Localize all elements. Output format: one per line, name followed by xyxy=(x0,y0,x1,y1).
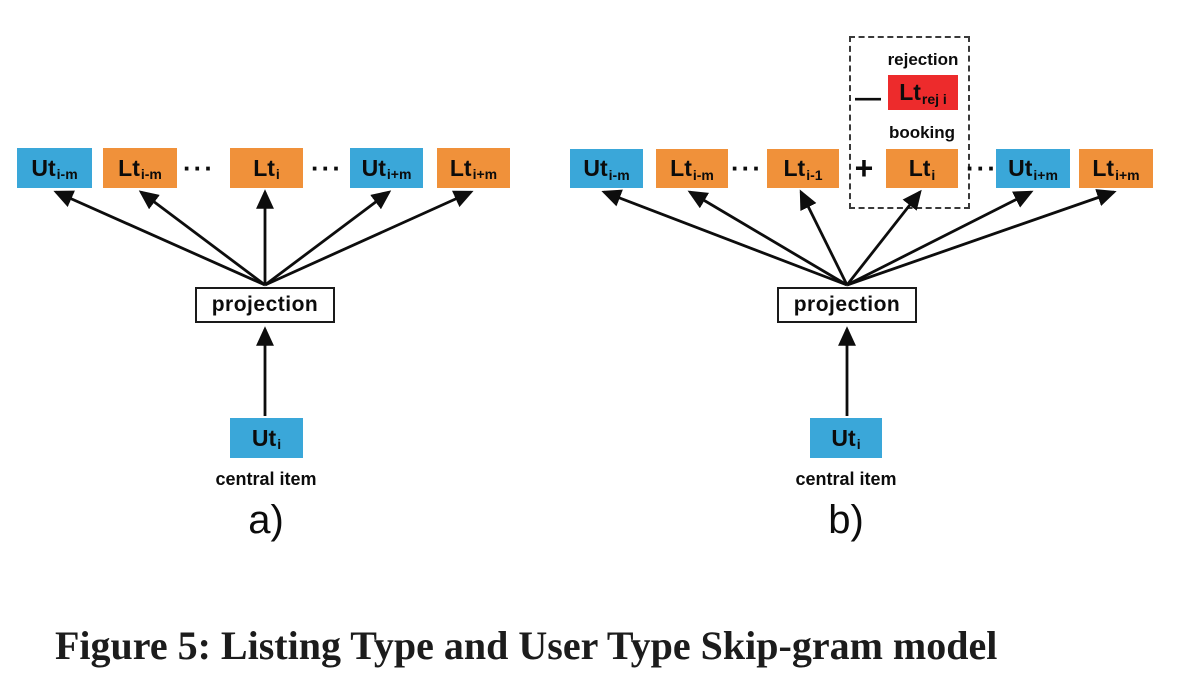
projection-box-a: projection xyxy=(195,287,335,323)
box-subscript: i+m xyxy=(1115,166,1140,183)
figure-caption: Figure 5: Listing Type and User Type Ski… xyxy=(55,623,998,668)
plus-sign: + xyxy=(854,150,874,186)
box-label: Lt xyxy=(118,154,140,181)
box-subscript: i xyxy=(277,436,282,452)
box-subscript: i xyxy=(275,166,280,182)
box-subscript: i-m xyxy=(692,166,714,183)
box-label: Lt xyxy=(783,155,806,181)
arrow-b-1 xyxy=(601,189,848,287)
box-label: Ut xyxy=(831,424,856,451)
booking-label: booking xyxy=(888,123,956,142)
central-item-label-b: central item xyxy=(795,469,897,489)
box-subscript: i xyxy=(856,436,861,452)
box-label: Ut xyxy=(583,155,608,181)
ellipsis-a-right: ··· xyxy=(311,153,343,183)
ellipsis-b-left: ··· xyxy=(731,153,763,183)
box-subscript: i+m xyxy=(472,166,498,182)
arrow-a-2 xyxy=(138,190,266,287)
box-subscript: rej i xyxy=(921,90,947,107)
box-subscript: i-m xyxy=(608,166,630,183)
box-subscript: i+m xyxy=(1033,166,1058,183)
box-label: Ut xyxy=(1008,155,1033,181)
arrow-b-2 xyxy=(687,190,848,287)
arrow-a-4 xyxy=(264,190,392,287)
box-label: Ut xyxy=(361,154,386,181)
box-label: Lt xyxy=(449,154,472,181)
arrow-a-1 xyxy=(53,190,266,287)
arrow-b-3 xyxy=(799,189,849,286)
minus-sign: — xyxy=(855,82,881,112)
rejection-label: rejection xyxy=(887,50,959,69)
box-subscript: i-m xyxy=(56,166,78,182)
box-label: Lt xyxy=(899,79,921,105)
ellipsis-a-left: ··· xyxy=(183,153,215,183)
projection-box-b: projection xyxy=(777,287,917,323)
central-item-label-a: central item xyxy=(215,469,317,489)
box-label: Lt xyxy=(670,155,692,181)
box-label: Ut xyxy=(31,154,56,181)
ellipsis-b-right: ··· xyxy=(966,153,998,183)
box-label: Lt xyxy=(253,154,275,181)
box-label: Ut xyxy=(251,424,277,451)
diagram-label-b: b) xyxy=(828,498,864,542)
diagram-label-a: a) xyxy=(248,498,284,542)
box-subscript: i-1 xyxy=(806,166,823,183)
arrow-a-5 xyxy=(264,190,474,287)
box-label: Lt xyxy=(1092,155,1115,181)
box-subscript: i xyxy=(931,166,936,183)
box-subscript: i-m xyxy=(140,166,162,182)
box-subscript: i+m xyxy=(386,166,412,182)
box-label: Lt xyxy=(908,155,931,181)
